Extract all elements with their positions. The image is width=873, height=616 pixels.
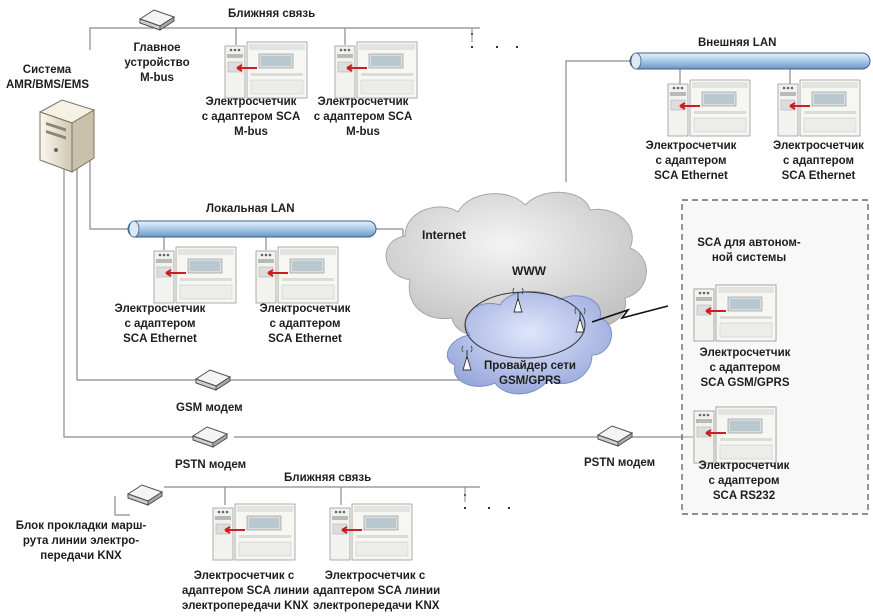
electricity-meter-icon bbox=[777, 79, 861, 137]
near-link-top-label: Ближняя связь bbox=[228, 8, 316, 20]
electricity-meter-icon bbox=[153, 246, 237, 304]
near-link-bottom-label: Ближняя связь bbox=[284, 472, 372, 484]
modem-icon bbox=[597, 425, 633, 447]
external-lan-bus-icon bbox=[629, 52, 871, 70]
continuation-dots-bottom bbox=[464, 487, 510, 509]
modem-icon bbox=[127, 484, 163, 506]
www-label: WWW bbox=[512, 264, 546, 278]
electricity-meter-icon bbox=[329, 503, 413, 561]
modem-icon bbox=[195, 369, 231, 391]
electricity-meter-icon bbox=[334, 41, 418, 99]
external-lan-label: Внешняя LAN bbox=[698, 37, 777, 49]
gsm-cloud-icon bbox=[446, 291, 612, 395]
electricity-meter-icon bbox=[255, 246, 339, 304]
internet-label: Internet bbox=[422, 228, 467, 242]
modem-icon bbox=[139, 9, 175, 31]
modem-icon bbox=[192, 426, 228, 448]
gsm-modem-label: GSM модем bbox=[176, 402, 243, 414]
electricity-meter-icon bbox=[667, 79, 751, 137]
local-lan-bus-icon bbox=[127, 220, 377, 238]
pstn-modem-right-label: PSTN модем bbox=[584, 457, 656, 469]
continuation-dots-top bbox=[471, 28, 518, 48]
wireless-link-icon bbox=[591, 305, 669, 323]
local-lan-label: Локальная LAN bbox=[206, 203, 295, 215]
pstn-modem-left-label: PSTN модем bbox=[175, 459, 247, 471]
knx-router-label: Блок прокладки марш-рута линии электро-п… bbox=[15, 520, 147, 562]
sca-standalone-label: SCA для автоном-ной системы bbox=[697, 237, 801, 264]
server-tower-icon bbox=[38, 99, 96, 173]
electricity-meter-icon bbox=[212, 503, 296, 561]
electricity-meter-icon bbox=[224, 41, 308, 99]
